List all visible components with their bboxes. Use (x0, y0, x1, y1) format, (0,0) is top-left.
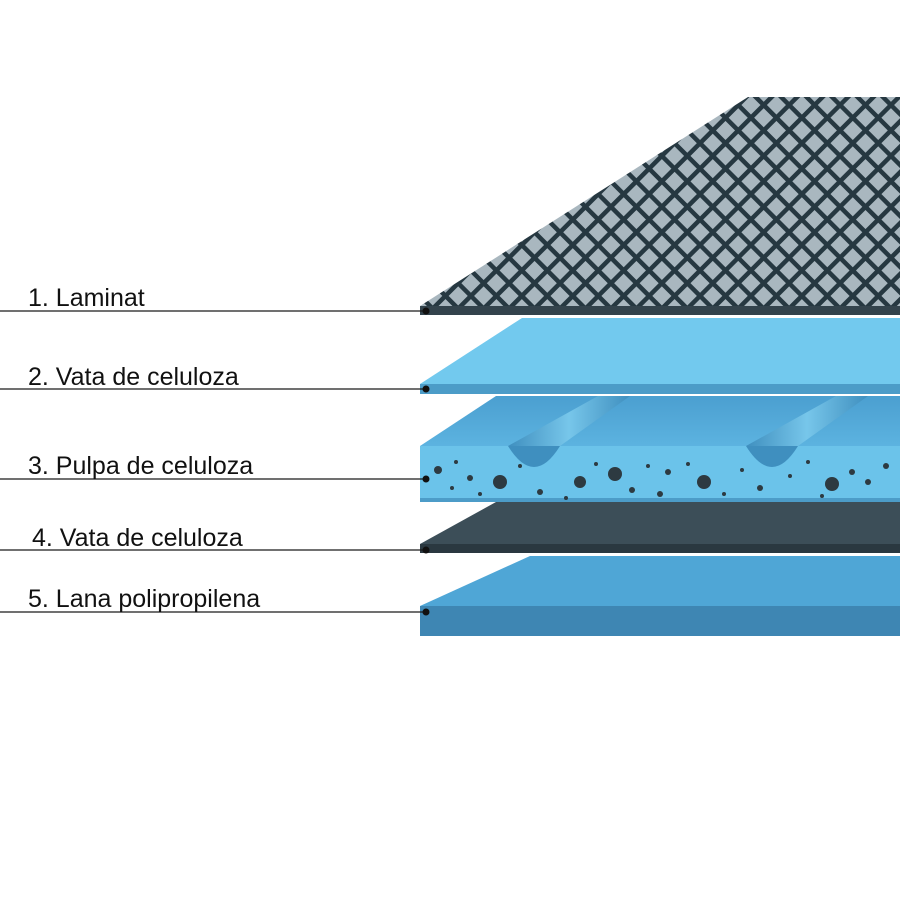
pulp-particle (478, 492, 482, 496)
label-row-1: 1. Laminat (0, 284, 430, 315)
leader-dot-5 (422, 608, 430, 616)
pulp-particle (825, 477, 839, 491)
layer-4-front (420, 544, 900, 553)
layer-label-3: 3. Pulpa de celuloza (28, 452, 253, 480)
layer-2-front (420, 384, 900, 394)
layer-5-front (420, 606, 900, 636)
pulp-particle (757, 485, 763, 491)
pulp-particle (564, 496, 568, 500)
layer-4-top (420, 502, 900, 544)
leader-dot-2 (422, 385, 430, 393)
pulp-particle (434, 466, 442, 474)
pulp-particle (865, 479, 871, 485)
pulp-particle (849, 469, 855, 475)
layer-label-2: 2. Vata de celuloza (28, 363, 239, 391)
groove-2-front (746, 446, 798, 467)
pulp-particle (820, 494, 824, 498)
leader-dot-1 (422, 307, 430, 315)
pulp-particle (883, 463, 889, 469)
pulp-particle (665, 469, 671, 475)
pulp-particle (686, 462, 690, 466)
layer-5-sheet (420, 556, 900, 636)
pulp-particle (594, 462, 598, 466)
layer-2-sheet (420, 318, 900, 394)
pulp-particle (608, 467, 622, 481)
pulp-particle (574, 476, 586, 488)
pulp-particle (788, 474, 792, 478)
label-row-3: 3. Pulpa de celuloza (0, 452, 430, 483)
pulp-particle (740, 468, 744, 472)
label-row-5: 5. Lana polipropilena (0, 585, 430, 616)
pulp-particles (434, 460, 889, 500)
pulp-particle (493, 475, 507, 489)
groove-1-front (508, 446, 560, 467)
label-row-2: 2. Vata de celuloza (0, 363, 430, 393)
layer-1-top (420, 97, 900, 306)
label-row-4: 4. Vata de celuloza (0, 524, 430, 554)
layer-3-board (420, 396, 900, 502)
pulp-particle (697, 475, 711, 489)
pulp-particle (646, 464, 650, 468)
layer-3-front-edge (420, 498, 900, 502)
pulp-particle (467, 475, 473, 481)
layer-1-laminate (420, 97, 900, 315)
groove-2-channel (746, 396, 868, 446)
layer-4-sheet (420, 502, 900, 553)
leader-dot-4 (422, 546, 430, 554)
layer-2-top (420, 318, 900, 384)
pulp-particle (518, 464, 522, 468)
layer-label-4: 4. Vata de celuloza (32, 524, 243, 552)
leader-dot-3 (422, 475, 430, 483)
pulp-particle (629, 487, 635, 493)
pulp-particle (450, 486, 454, 490)
groove-1-channel (508, 396, 630, 446)
layer-1-front (420, 306, 900, 315)
layer-label-1: 1. Laminat (28, 284, 145, 312)
pulp-particle (806, 460, 810, 464)
pulp-particle (722, 492, 726, 496)
layer-5-top (420, 556, 900, 606)
pulp-particle (657, 491, 663, 497)
pulp-particle (454, 460, 458, 464)
pulp-particle (537, 489, 543, 495)
layer-label-5: 5. Lana polipropilena (28, 585, 260, 613)
